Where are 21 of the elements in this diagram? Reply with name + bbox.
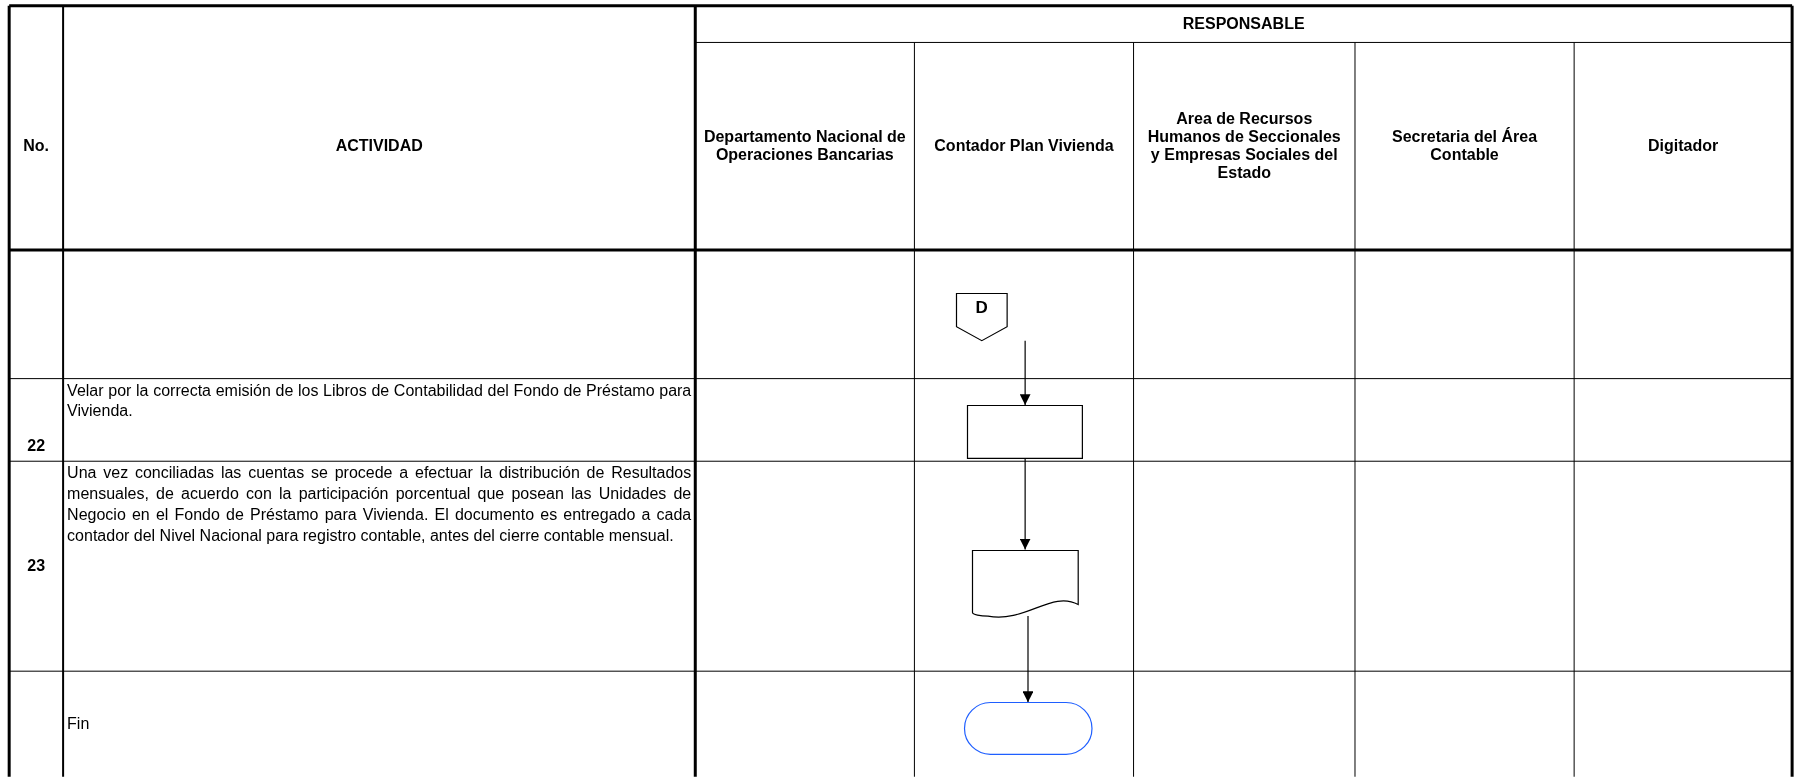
arrow bbox=[1019, 458, 1031, 551]
column-header: Digitador bbox=[1648, 137, 1719, 156]
arrow bbox=[1019, 340, 1031, 406]
column-header: Departamento Nacional de Operaciones Bancarias bbox=[703, 128, 907, 165]
connector-letter: D bbox=[974, 298, 989, 319]
activity-text: Una vez conciliadas las cuentas se procede a efectuar la distribución de Resultados mensuales, de acuerdo con la participación porcentual que posean las Unidades de Negocio en el Fondo de Préstamo para Vivienda. El documento es entregado a cada contador del Nivel Nacional para registro contable, antes del cierre contable mensual. bbox=[67, 463, 692, 546]
row-number: 23 bbox=[27, 557, 46, 576]
document-shape bbox=[971, 549, 1079, 617]
column-header: Contador Plan Vivienda bbox=[934, 137, 1114, 156]
row-number: 22 bbox=[27, 437, 46, 456]
arrow bbox=[1022, 615, 1034, 703]
column-header: Area de Recursos Humanos de Seccionales y Empresas Sociales del Estado bbox=[1146, 110, 1342, 183]
column-header: No. bbox=[23, 137, 49, 156]
activity-text: Fin bbox=[67, 714, 90, 733]
column-header: ACTIVIDAD bbox=[335, 137, 423, 156]
process-box bbox=[967, 405, 1084, 459]
column-header: Secretaria del Área Contable bbox=[1391, 128, 1539, 165]
column-header: RESPONSABLE bbox=[1182, 15, 1305, 34]
terminator-shape bbox=[963, 702, 1093, 755]
off-page-connector bbox=[955, 292, 1008, 341]
activity-text: Velar por la correcta emisión de los Libros de Contabilidad del Fondo de Préstamo para Vivienda. bbox=[67, 380, 692, 422]
